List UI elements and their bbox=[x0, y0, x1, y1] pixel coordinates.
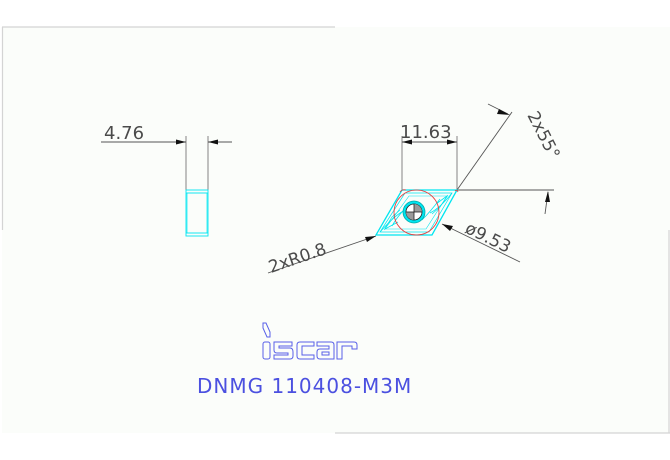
iscar-logo-icon bbox=[262, 322, 358, 360]
arrow-icon bbox=[447, 139, 457, 145]
arrow-icon bbox=[208, 139, 218, 145]
thickness-dimension-label: 4.76 bbox=[104, 123, 144, 144]
arrow-icon bbox=[402, 139, 412, 145]
arrow-icon bbox=[442, 224, 453, 231]
part-number-label: DNMG 110408-M3M bbox=[197, 374, 412, 398]
arrow-icon bbox=[176, 139, 186, 145]
arrow-icon bbox=[545, 191, 550, 202]
arrow-icon bbox=[497, 109, 510, 115]
length-dimension-label: 11.63 bbox=[400, 122, 452, 143]
side-view: 4.76 bbox=[101, 123, 232, 237]
arrow-icon bbox=[365, 236, 376, 242]
drawing-panel bbox=[2, 27, 670, 433]
